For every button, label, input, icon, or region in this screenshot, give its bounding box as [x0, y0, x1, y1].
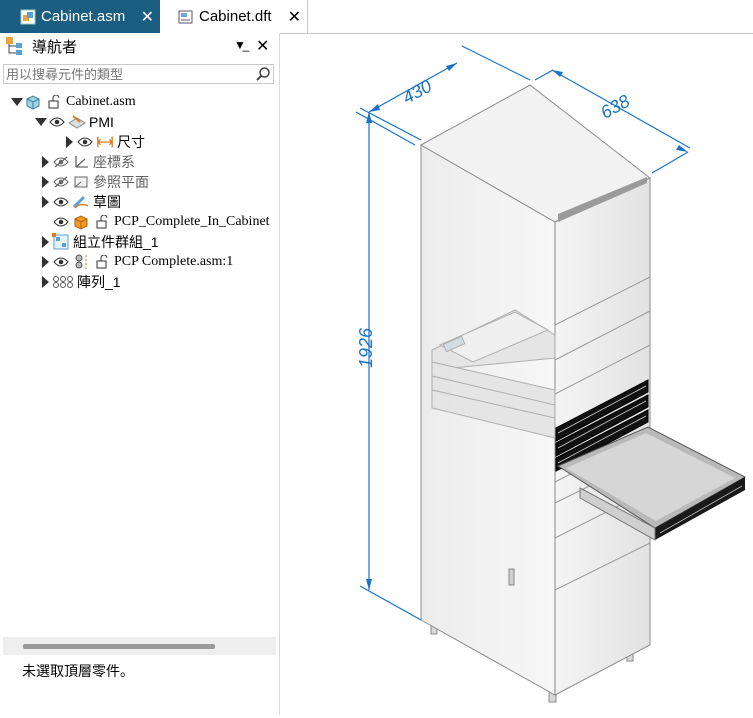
cabinet-handle	[508, 568, 515, 586]
cabinet-model-graphic[interactable]: 430 638 1926	[280, 34, 753, 715]
drawer-fronts	[555, 379, 649, 472]
expand-arrow-icon[interactable]	[38, 235, 52, 249]
tree-item-label: PMI	[89, 114, 114, 130]
visibility-eye-icon[interactable]	[52, 255, 70, 269]
reference-plane-icon	[72, 173, 90, 191]
collapse-arrow-icon[interactable]	[34, 115, 48, 129]
tree-item-reference-planes[interactable]: 參照平面	[38, 172, 149, 192]
tree-item-label: 組立件群組_1	[73, 234, 159, 250]
dimension-icon	[96, 133, 114, 151]
dimension-arrowheads	[366, 63, 688, 590]
tree-item-label: PCP Complete.asm:1	[114, 254, 234, 269]
tree-item-cabinet-asm[interactable]: Cabinet.asm	[10, 92, 136, 112]
tab-label: Cabinet.dft	[199, 8, 272, 25]
tree-item-pcp-complete-asm-1[interactable]: PCP Complete.asm:1	[38, 252, 233, 272]
coordinate-system-icon	[72, 153, 90, 171]
expand-arrow-icon[interactable]	[38, 255, 52, 269]
close-panel-icon[interactable]: ✕	[256, 38, 270, 55]
selection-status-text: 未選取頂層零件。	[22, 663, 134, 679]
document-tab-bar: Cabinet.asm ✕ Cabinet.dft ✕	[0, 0, 753, 34]
expand-arrow-icon[interactable]	[62, 135, 76, 149]
visibility-eye-icon[interactable]	[52, 195, 70, 209]
internal-trays	[431, 309, 556, 439]
close-tab-icon[interactable]: ✕	[140, 8, 154, 26]
tree-item-label: PCP_Complete_In_Cabinet	[114, 214, 270, 229]
tree-item-assembly-group-1[interactable]: 組立件群組_1	[38, 232, 159, 252]
navigator-header: 導航者 ▼̲ ✕	[0, 33, 279, 59]
tree-item-label: 座標系	[93, 154, 135, 170]
extended-slide-out-tray	[556, 426, 747, 541]
dimension-height-label: 1926	[356, 327, 376, 368]
top-edge-trim	[558, 177, 647, 222]
unlock-icon	[93, 213, 111, 231]
pattern-icon	[52, 273, 74, 291]
sketch-icon	[72, 193, 90, 211]
pmi-icon	[68, 113, 86, 131]
tree-item-pmi[interactable]: PMI	[34, 112, 114, 132]
tree-item-pcp-complete-in-cabinet[interactable]: PCP_Complete_In_Cabinet	[52, 212, 270, 232]
collapse-arrow-icon[interactable]	[10, 95, 24, 109]
assembly-doc-icon	[20, 9, 36, 24]
model-viewport[interactable]: 430 638 1926	[280, 34, 753, 715]
tree-item-label: Cabinet.asm	[66, 94, 136, 109]
hidden-eye-icon[interactable]	[52, 155, 70, 169]
hidden-eye-icon[interactable]	[52, 175, 70, 189]
tab-cabinet-dft[interactable]: Cabinet.dft ✕	[170, 0, 308, 33]
tree-item-coordinate-systems[interactable]: 座標系	[38, 152, 135, 172]
navigator-title: 導航者	[32, 38, 78, 56]
unlock-icon	[93, 253, 111, 271]
dimension-lines	[355, 45, 691, 621]
panel-options-icon[interactable]: ▼̲	[234, 38, 246, 52]
tree-item-label: 參照平面	[93, 174, 149, 190]
component-search-box[interactable]	[3, 64, 274, 84]
tab-cabinet-asm[interactable]: Cabinet.asm ✕	[0, 0, 160, 33]
visibility-eye-icon[interactable]	[48, 115, 66, 129]
tree-item-label: 草圖	[93, 194, 121, 210]
visibility-eye-icon[interactable]	[52, 215, 70, 229]
draft-doc-icon	[178, 10, 193, 23]
part-icon	[72, 213, 90, 231]
tree-item-label: 尺寸	[117, 134, 145, 150]
expand-arrow-icon[interactable]	[38, 155, 52, 169]
assembly-icon	[24, 93, 42, 111]
drawer-front-highlights	[557, 385, 647, 464]
scrollbar-thumb[interactable]	[23, 644, 215, 649]
horizontal-scrollbar[interactable]	[3, 637, 276, 655]
navigator-icon	[6, 37, 22, 55]
subassembly-icon	[72, 253, 90, 271]
expand-arrow-icon[interactable]	[38, 275, 52, 289]
tree-item-label: 陣列_1	[77, 274, 121, 290]
close-tab-icon[interactable]: ✕	[287, 8, 301, 26]
tree-item-pattern-1[interactable]: 陣列_1	[38, 272, 121, 292]
search-input[interactable]	[4, 65, 246, 83]
expand-arrow-icon[interactable]	[38, 195, 52, 209]
expand-arrow-icon[interactable]	[38, 175, 52, 189]
dimension-depth-label: 638	[597, 91, 633, 123]
navigator-panel: 導航者 ▼̲ ✕ Cabinet.asm PMI 尺寸	[0, 33, 280, 715]
tree-item-sketches[interactable]: 草圖	[38, 192, 121, 212]
tab-label: Cabinet.asm	[41, 8, 126, 25]
unlock-icon	[45, 93, 63, 111]
search-icon[interactable]	[255, 66, 271, 82]
visibility-eye-icon[interactable]	[76, 135, 94, 149]
tree-item-dimensions[interactable]: 尺寸	[62, 132, 145, 152]
dimension-width-label: 430	[399, 76, 435, 108]
assembly-group-icon	[52, 233, 70, 251]
